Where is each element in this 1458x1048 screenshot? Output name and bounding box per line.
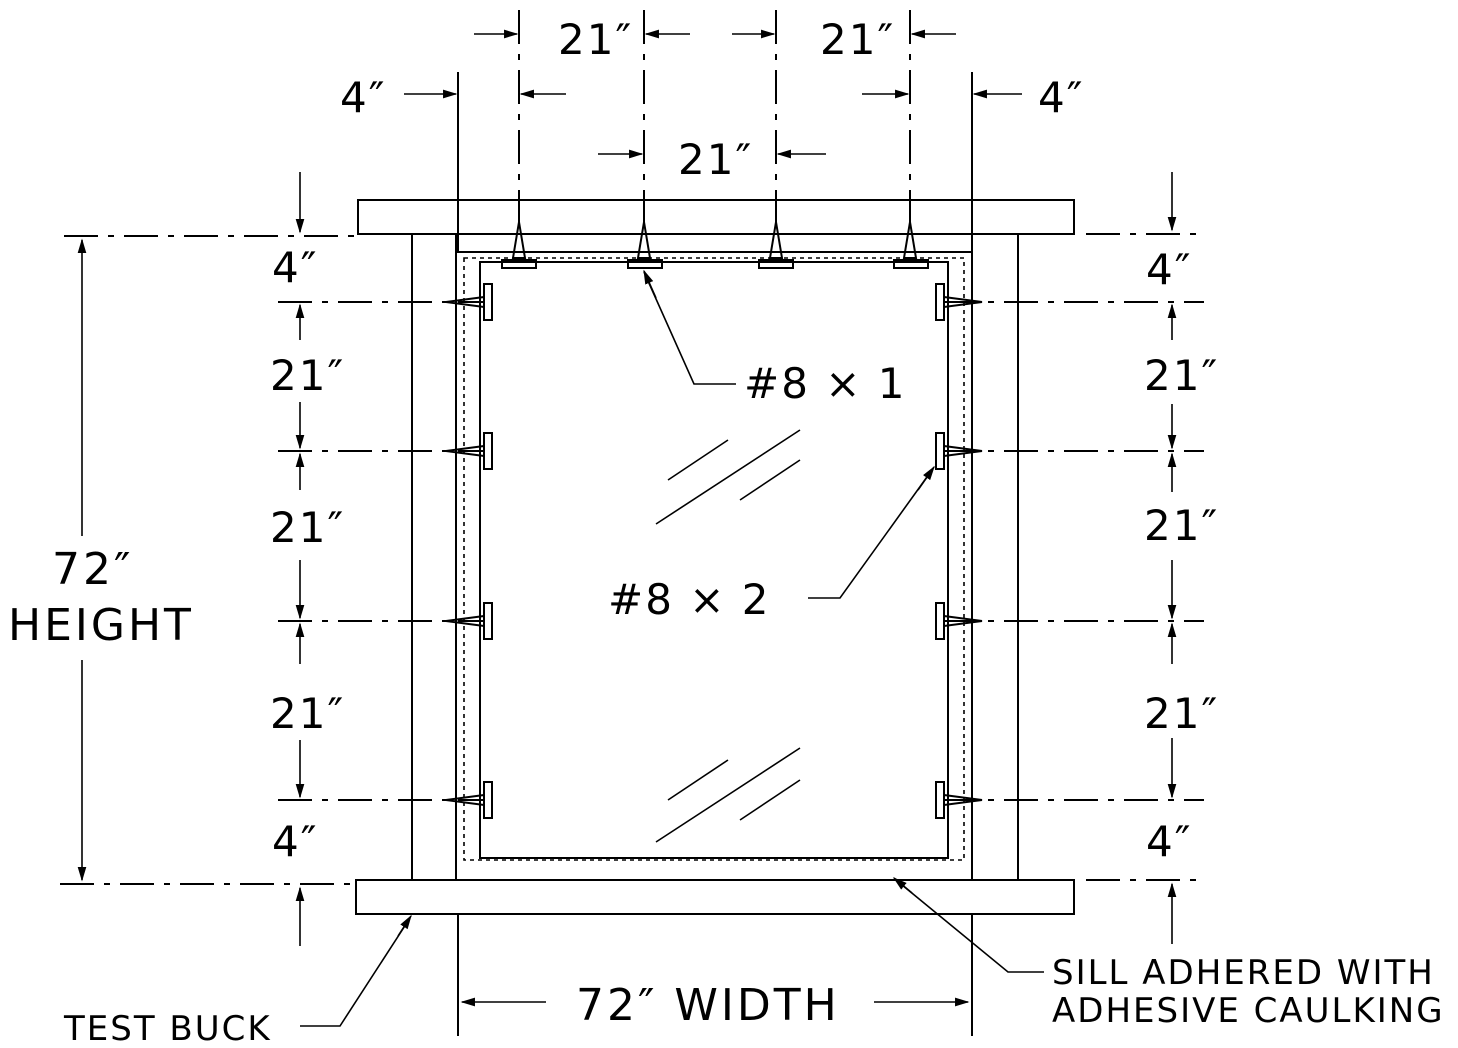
top-dim-left-label: 21″ bbox=[558, 15, 633, 64]
left-jamb-screws bbox=[445, 283, 493, 819]
right-21-a-label: 21″ bbox=[1144, 351, 1219, 400]
right-jamb-screws bbox=[935, 283, 983, 819]
window-unit bbox=[463, 257, 965, 861]
leader-arrow bbox=[892, 877, 913, 894]
right-dimensions: 4″ 21″ 21″ 21″ 4″ bbox=[944, 172, 1219, 944]
leader-line bbox=[808, 469, 933, 599]
sill-label-line1: SILL ADHERED WITH bbox=[1052, 953, 1435, 993]
top-dimensions: 21″ 21″ 21″ 4″ 4″ bbox=[340, 10, 1084, 252]
buck-header bbox=[357, 199, 1075, 235]
left-top-edge-label: 4″ bbox=[272, 243, 318, 292]
height-word-label: HEIGHT bbox=[8, 600, 194, 651]
leader-line bbox=[895, 879, 1044, 973]
left-21-c-label: 21″ bbox=[270, 689, 345, 738]
head-screws bbox=[501, 221, 929, 269]
left-dimensions: 4″ 21″ 21″ 21″ 4″ 72″ HEIGHT bbox=[8, 172, 484, 946]
left-21-b-label: 21″ bbox=[270, 503, 345, 552]
leader-arrow bbox=[917, 465, 935, 491]
top-dim-middle-label: 21″ bbox=[678, 135, 753, 184]
screw-icon bbox=[627, 221, 663, 269]
glass-hatch bbox=[739, 779, 801, 821]
glass-hatch bbox=[655, 747, 801, 843]
window-rough-outline bbox=[463, 257, 965, 861]
screw-icon bbox=[501, 221, 537, 269]
glass-hatch bbox=[667, 759, 729, 801]
right-bottom-edge-label: 4″ bbox=[1146, 817, 1192, 866]
leader-line bbox=[643, 271, 736, 385]
width-label: 72″ WIDTH bbox=[576, 980, 840, 1031]
top-dim-right-label: 21″ bbox=[820, 15, 895, 64]
screw-jamb-label: #8 × 2 bbox=[608, 575, 771, 624]
height-value-label: 72″ bbox=[52, 544, 133, 595]
leader-arrow bbox=[397, 914, 412, 937]
left-21-a-label: 21″ bbox=[270, 351, 345, 400]
top-edge-left-label: 4″ bbox=[340, 73, 386, 122]
test-buck-frame bbox=[355, 199, 1075, 915]
test-buck-label: TEST BUCK bbox=[63, 1009, 272, 1048]
screw-icon bbox=[893, 221, 929, 269]
right-21-b-label: 21″ bbox=[1144, 501, 1219, 550]
right-21-c-label: 21″ bbox=[1144, 689, 1219, 738]
screw-icon bbox=[758, 221, 794, 269]
glass-hatch bbox=[667, 439, 729, 481]
top-edge-right-label: 4″ bbox=[1038, 73, 1084, 122]
sill-label-line2: ADHESIVE CAULKING bbox=[1052, 991, 1445, 1031]
window-frame bbox=[479, 261, 949, 859]
width-dimension: 72″ WIDTH bbox=[457, 914, 973, 1036]
buck-sill bbox=[355, 879, 1075, 915]
screw-head-label: #8 × 1 bbox=[744, 359, 907, 408]
glass-hatch bbox=[739, 459, 801, 501]
glass-hatch bbox=[655, 429, 801, 525]
leader-arrow bbox=[643, 269, 657, 299]
left-bottom-edge-label: 4″ bbox=[272, 817, 318, 866]
leader-line bbox=[300, 917, 411, 1027]
right-top-edge-label: 4″ bbox=[1146, 245, 1192, 294]
callouts: #8 × 1 #8 × 2 TEST BUCK SILL ADHERED WIT… bbox=[63, 269, 1445, 1048]
